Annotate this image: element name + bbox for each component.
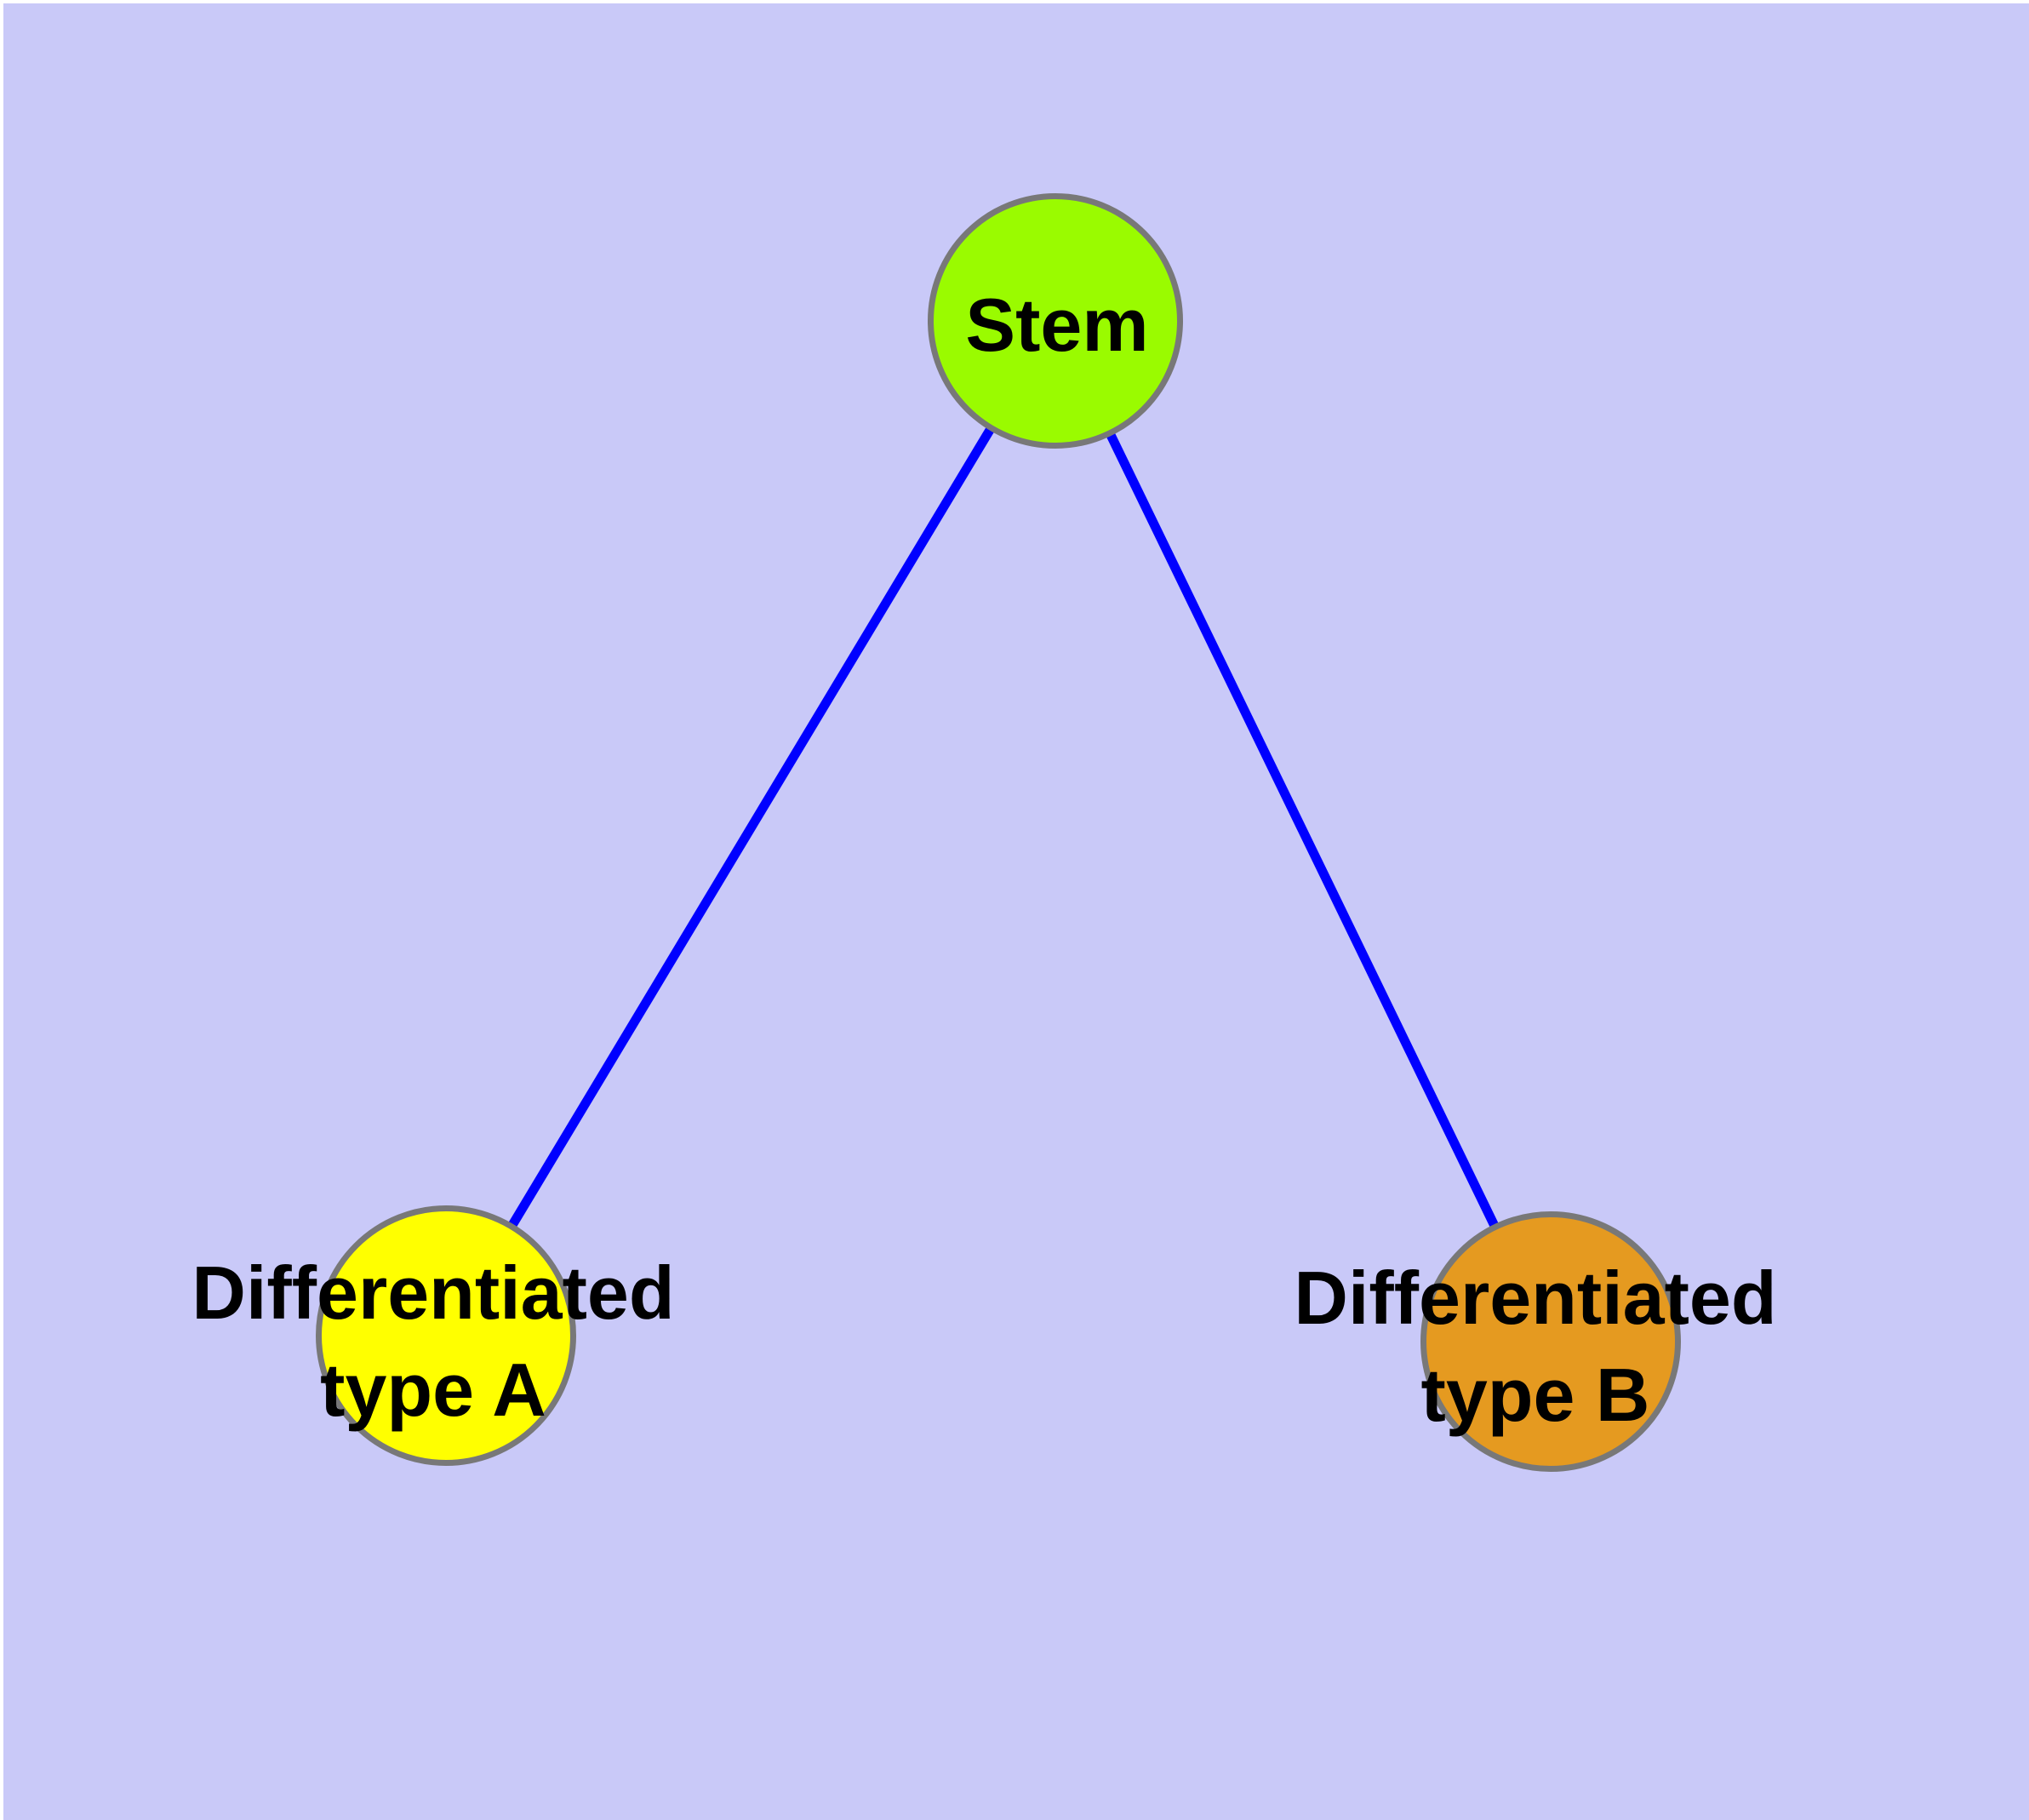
node-differentiated-type-b-label: Differentiated type B — [1294, 1250, 1776, 1444]
node-stem-label: Stem — [965, 277, 1148, 374]
node-differentiated-type-b — [1420, 1211, 1681, 1472]
label-line: Stem — [965, 283, 1149, 367]
node-differentiated-type-a — [316, 1205, 576, 1466]
node-stem — [928, 193, 1183, 449]
node-differentiated-type-a-label: Differentiated type A — [191, 1245, 674, 1439]
label-line: Differentiated — [191, 1251, 675, 1335]
label-line: Differentiated — [1294, 1256, 1777, 1340]
edge-stem-to-differentiated-type-a — [442, 318, 1060, 1338]
edge-stem-to-differentiated-type-b — [1051, 318, 1555, 1344]
label-line: type A — [320, 1348, 546, 1432]
label-line: type B — [1420, 1353, 1650, 1437]
graph-canvas: Stem Differentiated type A Differentiate… — [3, 3, 2029, 1820]
edge-layer — [442, 318, 1555, 1344]
